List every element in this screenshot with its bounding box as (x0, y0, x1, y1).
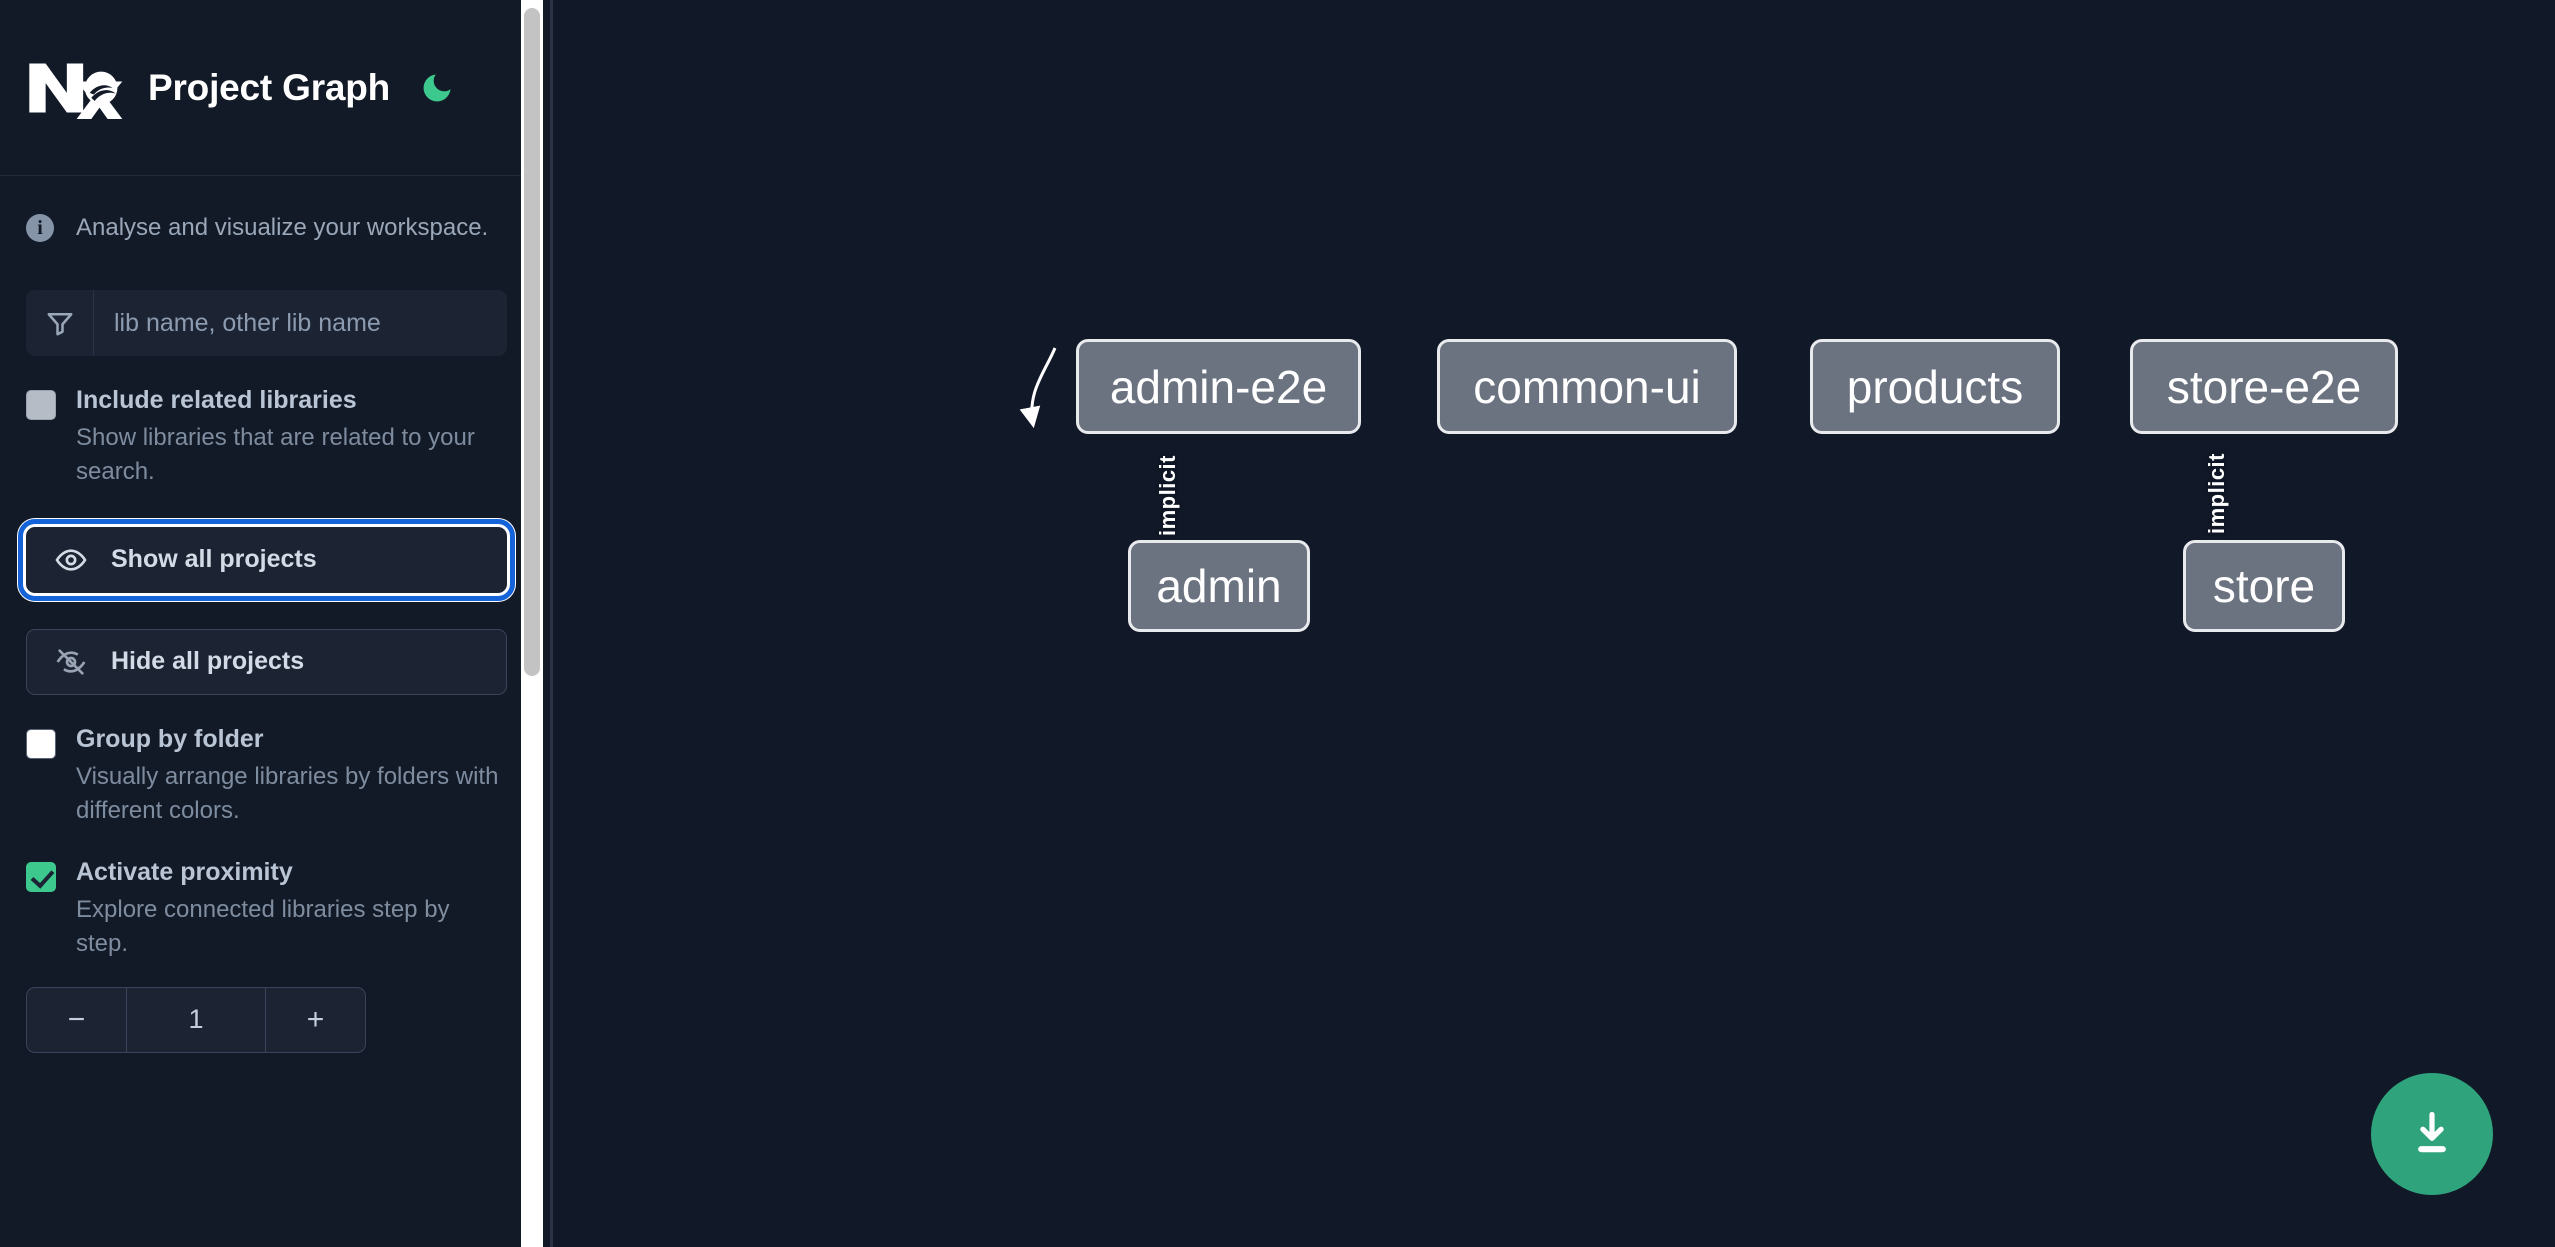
graph-node-products[interactable]: products (1810, 339, 2060, 434)
proximity-decrement-button[interactable]: − (27, 987, 127, 1052)
page-title: Project Graph (148, 66, 391, 108)
option-include-related-libraries[interactable]: Include related libraries Show libraries… (0, 386, 533, 489)
filter-funnel-icon (26, 290, 94, 356)
graph-node-admin-e2e[interactable]: admin-e2e (1076, 339, 1361, 434)
download-graph-button[interactable] (2371, 1073, 2493, 1195)
graph-node-admin[interactable]: admin (1128, 540, 1310, 632)
checkbox-activate-proximity[interactable] (26, 861, 56, 892)
option-group-by-folder[interactable]: Group by folder Visually arrange librari… (0, 725, 533, 828)
proximity-value: 1 (188, 1004, 204, 1035)
option-activate-proximity[interactable]: Activate proximity Explore connected lib… (0, 858, 533, 961)
option-description: Explore connected libraries step by step… (76, 895, 450, 957)
info-icon: i (26, 214, 54, 242)
sidebar-scroll-region[interactable]: Project Graph i Analyse and visualize yo… (0, 0, 553, 1247)
checkbox-group-by-folder[interactable] (26, 728, 56, 759)
hide-all-projects-button[interactable]: Hide all projects (26, 628, 507, 695)
graph-canvas[interactable]: implicit implicit admin-e2e common-ui pr… (553, 0, 2555, 1247)
graph-node-store-e2e[interactable]: store-e2e (2130, 339, 2398, 434)
edge-label-implicit-store: implicit (2204, 453, 2229, 535)
option-label: Include related libraries (76, 386, 357, 414)
option-description: Visually arrange libraries by folders wi… (76, 762, 499, 824)
edge-admin-e2e-to-admin (1019, 347, 1057, 429)
visibility-buttons: Show all projects Hide all projects (0, 518, 533, 695)
edge-label-implicit-admin: implicit (1155, 455, 1180, 537)
sidebar: Project Graph i Analyse and visualize yo… (0, 0, 553, 1247)
proximity-stepper[interactable]: − 1 + (26, 986, 366, 1053)
option-label: Group by folder (76, 724, 264, 753)
show-all-projects-label: Show all projects (111, 545, 317, 574)
checkbox-include-related-libraries[interactable] (26, 390, 56, 420)
proximity-increment-button[interactable]: + (265, 987, 365, 1052)
search-input[interactable] (94, 290, 507, 356)
hide-all-projects-label: Hide all projects (111, 647, 305, 676)
graph-node-common-ui[interactable]: common-ui (1437, 339, 1737, 434)
sidebar-scrollbar[interactable] (521, 0, 543, 1247)
eye-icon (53, 544, 89, 576)
workspace-info-text: Analyse and visualize your workspace. (76, 214, 489, 241)
show-all-projects-button[interactable]: Show all projects (18, 518, 515, 601)
nx-logo-icon (26, 57, 124, 119)
eye-off-icon (53, 646, 89, 678)
option-label: Activate proximity (76, 857, 293, 886)
workspace-info: i Analyse and visualize your workspace. (0, 176, 533, 280)
proximity-stepper-wrap: − 1 + (0, 986, 533, 1053)
sidebar-scrollbar-thumb[interactable] (524, 8, 540, 676)
sidebar-divider (550, 0, 553, 1247)
option-description: Show libraries that are related to your … (76, 423, 475, 485)
moon-icon[interactable] (414, 65, 460, 111)
sidebar-header: Project Graph (0, 0, 533, 176)
graph-node-store[interactable]: store (2183, 540, 2345, 632)
download-icon (2418, 1111, 2446, 1153)
search-field[interactable] (26, 290, 507, 356)
